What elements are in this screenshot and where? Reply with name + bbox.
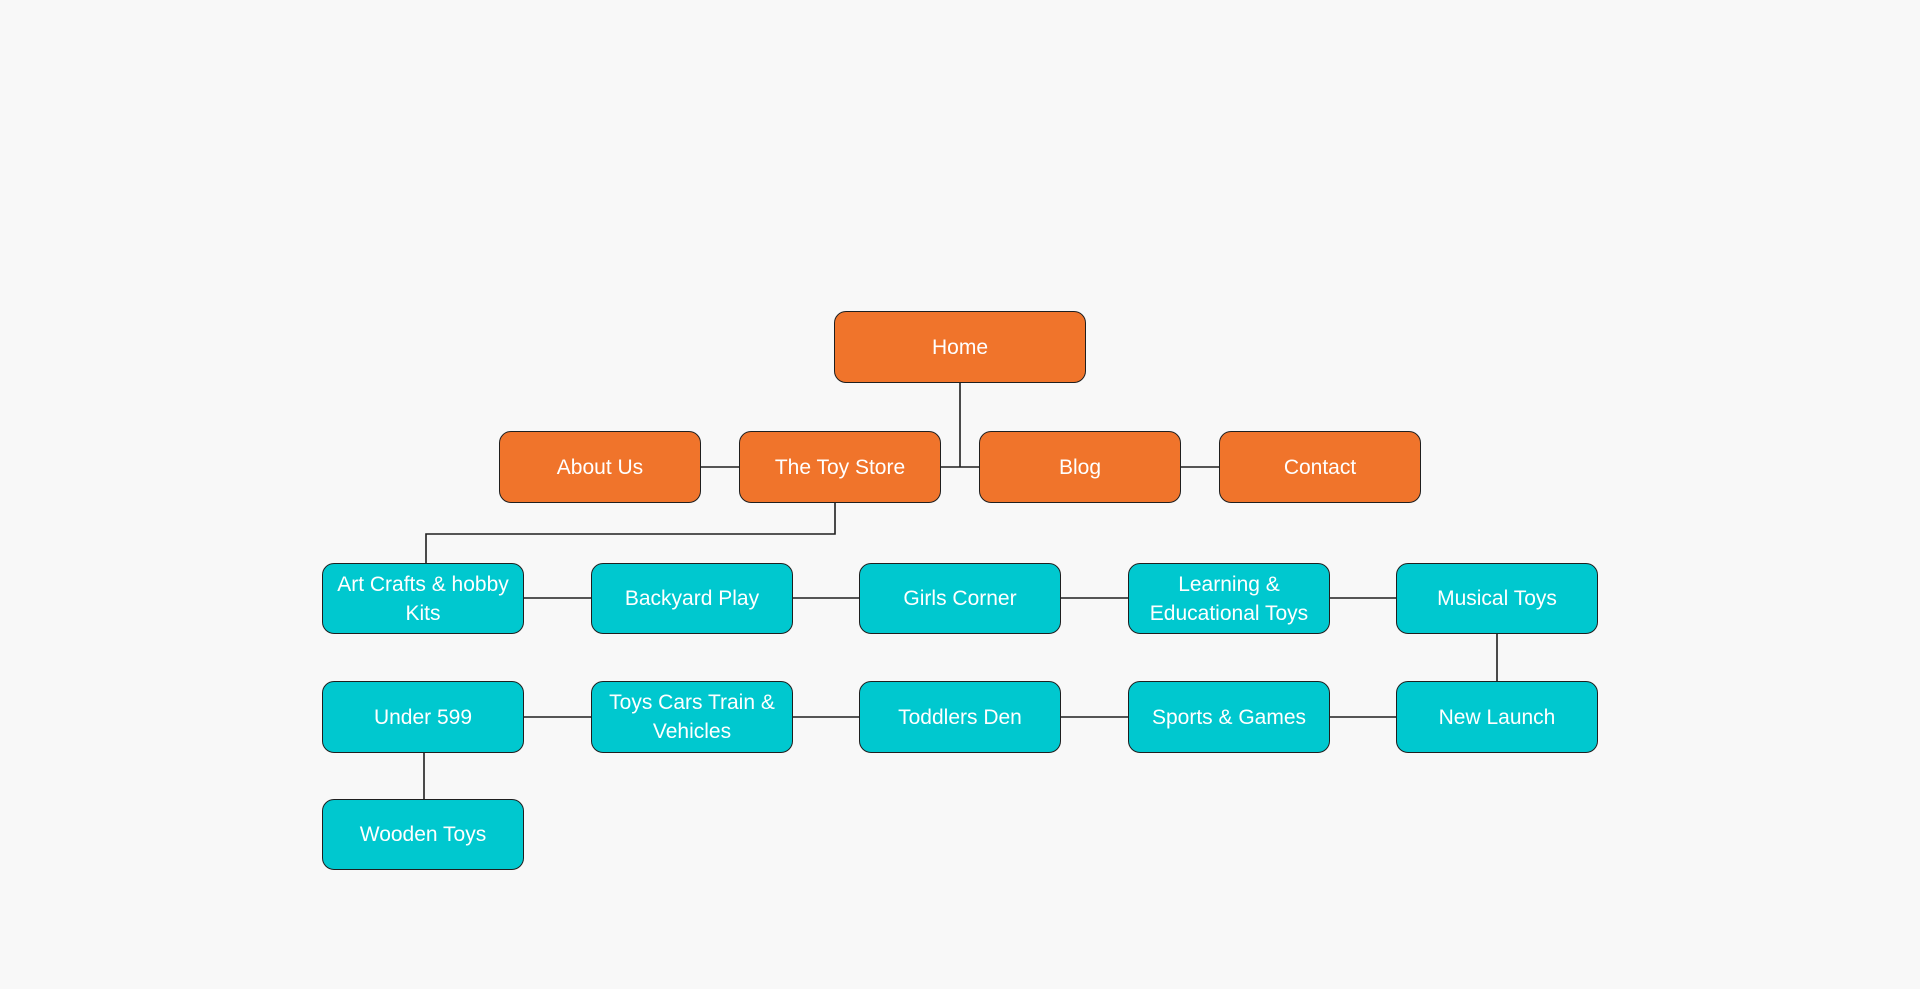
node-girls-corner-label: Girls Corner [903, 587, 1017, 610]
connector-toystore-categories [425, 502, 836, 563]
node-musical-toys-label: Musical Toys [1437, 587, 1557, 610]
node-toddlers-den-label: Toddlers Den [898, 705, 1022, 729]
node-about-us-label: About Us [556, 455, 644, 479]
node-home-label: Home [931, 335, 989, 359]
node-blog: Blog [979, 431, 1181, 503]
node-toddlers-den: Toddlers Den [859, 681, 1061, 753]
node-contact-label: Contact [1283, 455, 1357, 479]
node-musical-toys: Musical Toys [1396, 563, 1598, 634]
node-learning-educational: Learning & Educational Toys [1128, 563, 1330, 634]
node-toys-cars: Toys Cars Train & Vehicles [591, 681, 793, 753]
node-contact: Contact [1219, 431, 1421, 503]
node-learning-educational-label: Learning & Educational Toys [1149, 572, 1309, 625]
node-sports-games-label: Sports & Games [1151, 705, 1307, 729]
node-blog-label: Blog [1058, 455, 1102, 479]
node-art-crafts: Art Crafts & hobby Kits [322, 563, 524, 634]
node-backyard-play: Backyard Play [591, 563, 793, 634]
node-toys-cars-label: Toys Cars Train & Vehicles [609, 691, 775, 743]
node-wooden-toys: Wooden Toys [322, 799, 524, 870]
node-under-599: Under 599 [322, 681, 524, 753]
node-the-toy-store-label: The Toy Store [774, 455, 906, 479]
node-under-599-label: Under 599 [373, 705, 473, 729]
node-art-crafts-label: Art Crafts & hobby Kits [337, 572, 509, 625]
node-backyard-play-label: Backyard Play [624, 587, 760, 610]
node-sports-games: Sports & Games [1128, 681, 1330, 753]
node-home: Home [834, 311, 1086, 383]
node-new-launch-label: New Launch [1438, 705, 1556, 729]
node-about-us: About Us [499, 431, 701, 503]
node-new-launch: New Launch [1396, 681, 1598, 753]
node-the-toy-store: The Toy Store [739, 431, 941, 503]
node-girls-corner: Girls Corner [859, 563, 1061, 634]
node-wooden-toys-label: Wooden Toys [359, 823, 487, 846]
